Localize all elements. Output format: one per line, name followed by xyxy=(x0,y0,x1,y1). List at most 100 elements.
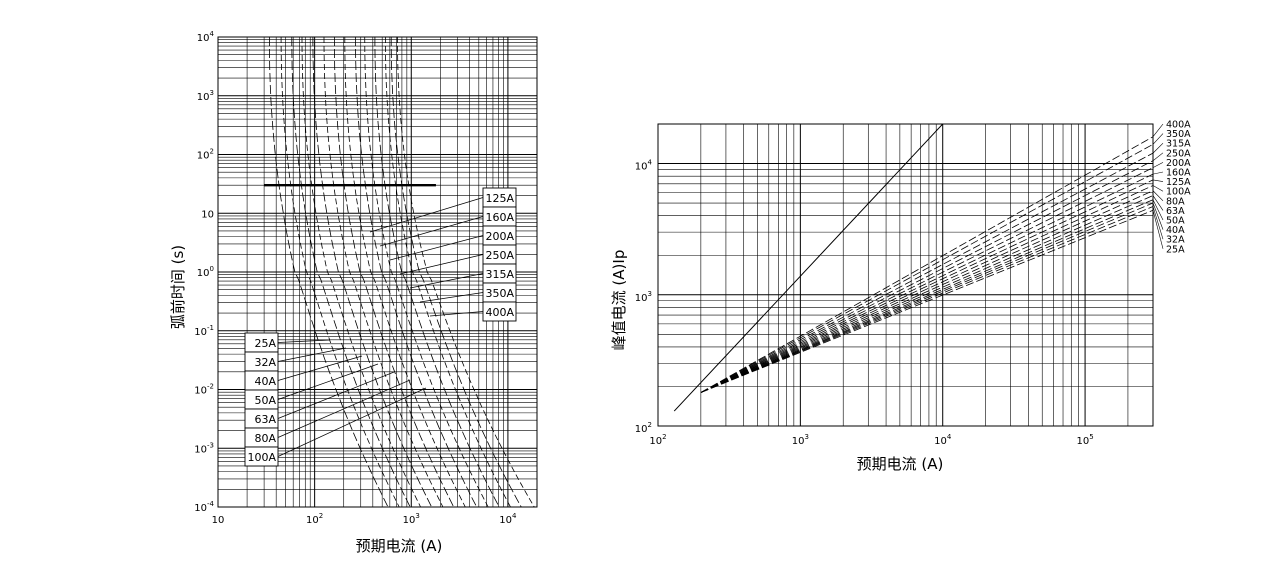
right-curve-400A xyxy=(700,136,1154,393)
right-curve-80A xyxy=(700,190,1154,393)
left-curve-315A xyxy=(384,37,511,508)
left-curves xyxy=(268,36,535,508)
right-curve-50A xyxy=(700,199,1154,393)
left-ylabel: 弧前时间 (s) xyxy=(169,245,187,329)
left-ytick: 10-3 xyxy=(194,441,214,455)
right-curve-125A xyxy=(700,179,1154,393)
left-series-labels: 125A160A200A250A315A350A400A25A32A40A50A… xyxy=(244,187,517,467)
left-xtick: 104 xyxy=(499,512,517,526)
left-curve-350A xyxy=(390,37,522,508)
right-leader-400A xyxy=(1152,123,1164,137)
right-leader-100A xyxy=(1152,185,1164,192)
leader-40A xyxy=(277,355,363,381)
right-leader-40A xyxy=(1152,202,1164,230)
left-curve-250A xyxy=(374,37,500,508)
left-curve-32A xyxy=(280,37,400,508)
left-ytick: 10-1 xyxy=(194,324,214,338)
right-leader-315A xyxy=(1152,142,1164,154)
left-xtick: 10 xyxy=(212,515,225,526)
right-leader-125A xyxy=(1152,179,1164,182)
leader-125A xyxy=(369,197,484,233)
label-box-100A xyxy=(244,446,279,467)
label-50A: 50A xyxy=(254,394,276,407)
leader-400A xyxy=(429,311,484,317)
left-label-leaders xyxy=(277,197,484,457)
right-curve-100A xyxy=(700,185,1154,393)
right-leader-25A xyxy=(1152,210,1164,249)
label-32A: 32A xyxy=(254,356,276,369)
right-curve-32A xyxy=(700,206,1154,393)
right-leader-80A xyxy=(1152,190,1164,202)
right-label-100A: 100A xyxy=(1166,187,1191,198)
left-ytick: 100 xyxy=(197,265,214,279)
right-curve-63A xyxy=(700,195,1154,393)
label-80A: 80A xyxy=(254,432,276,445)
label-63A: 63A xyxy=(254,413,276,426)
label-25A: 25A xyxy=(254,337,276,350)
left-curve-80A xyxy=(323,37,444,508)
right-label-50A: 50A xyxy=(1166,216,1185,227)
leader-160A xyxy=(379,216,484,247)
right-curve-350A xyxy=(700,143,1154,393)
label-125A: 125A xyxy=(485,192,514,205)
left-ytick: 103 xyxy=(197,89,214,103)
right-label-350A: 350A xyxy=(1166,129,1191,140)
right-xlabel: 预期电流 (A) xyxy=(857,455,944,473)
left-curve-100A xyxy=(333,37,455,508)
leader-25A xyxy=(277,339,331,343)
right-label-25A: 25A xyxy=(1166,244,1185,255)
leader-100A xyxy=(277,387,427,457)
right-xtick: 103 xyxy=(792,433,809,447)
label-315A: 315A xyxy=(485,268,514,281)
left-curve-40A xyxy=(291,37,411,508)
right-series-labels: 400A350A315A250A200A160A125A100A80A63A50… xyxy=(1166,120,1191,256)
label-box-400A xyxy=(482,301,517,322)
left-curve-200A xyxy=(364,36,489,508)
right-leader-32A xyxy=(1152,206,1164,240)
right-label-160A: 160A xyxy=(1166,168,1191,179)
label-40A: 40A xyxy=(254,375,276,388)
right-curves xyxy=(700,123,1164,393)
right-label-315A: 315A xyxy=(1166,139,1191,150)
left-curve-25A xyxy=(268,37,389,508)
right-curve-40A xyxy=(700,202,1154,393)
right-ylabel: 峰值电流 (A)Ip xyxy=(610,250,628,351)
right-label-40A: 40A xyxy=(1166,225,1185,236)
right-label-80A: 80A xyxy=(1166,196,1185,207)
leader-80A xyxy=(277,379,411,438)
label-350A: 350A xyxy=(485,287,514,300)
right-label-200A: 200A xyxy=(1166,158,1191,169)
right-label-250A: 250A xyxy=(1166,148,1191,159)
right-leader-50A xyxy=(1152,199,1164,221)
right-grid xyxy=(657,123,1154,427)
leader-350A xyxy=(419,292,484,303)
left-curve-160A xyxy=(355,36,478,508)
label-250A: 250A xyxy=(485,249,514,262)
left-ytick: 10-4 xyxy=(194,500,214,514)
left-ytick: 104 xyxy=(197,30,215,44)
label-100A: 100A xyxy=(247,451,276,464)
right-leader-63A xyxy=(1152,195,1164,211)
leader-250A xyxy=(399,254,484,275)
right-curve-160A xyxy=(700,173,1154,393)
left-curve-63A xyxy=(312,37,432,508)
right-curve-200A xyxy=(700,167,1154,393)
label-160A: 160A xyxy=(485,211,514,224)
left-ytick: 10-2 xyxy=(194,383,214,397)
right-ytick: 102 xyxy=(635,421,652,435)
right-ytick: 104 xyxy=(635,159,653,173)
left-xtick: 102 xyxy=(306,512,323,526)
label-400A: 400A xyxy=(485,306,514,319)
leader-200A xyxy=(389,235,484,261)
right-diagonal-line xyxy=(673,123,944,412)
left-curve-50A xyxy=(301,37,421,508)
right-ytick: 103 xyxy=(635,290,652,304)
left-xlabel: 预期电流 (A) xyxy=(356,537,443,555)
left-curve-125A xyxy=(344,37,466,508)
left-ytick: 102 xyxy=(197,148,214,162)
right-label-400A: 400A xyxy=(1166,120,1191,131)
leader-315A xyxy=(409,273,484,289)
